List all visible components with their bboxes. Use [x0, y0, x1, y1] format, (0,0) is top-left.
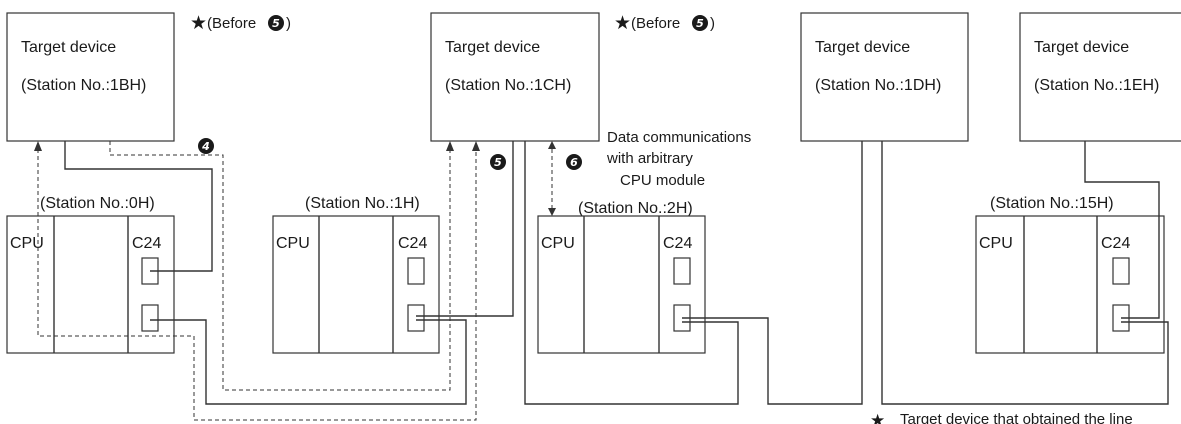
data-comm-line-1: Data communications — [607, 129, 751, 146]
step-5-icon — [490, 154, 506, 170]
station-label: (Station No.:2H) — [578, 200, 693, 217]
wire-1h-to-2h — [524, 141, 739, 405]
step-number: 5 — [696, 17, 704, 30]
station-1h: (Station No.:1H) CPU C24 — [272, 195, 440, 354]
before-text: (Before — [207, 15, 256, 32]
step-6-marker: 6 — [566, 154, 582, 170]
step-5-icon — [268, 15, 284, 31]
arrow-up-icon — [34, 141, 42, 151]
cpu-label: CPU — [979, 235, 1013, 252]
module-label: C24 — [663, 235, 692, 252]
module-label: C24 — [398, 235, 427, 252]
arrow-down-icon — [548, 208, 556, 216]
station-label: (Station No.:0H) — [40, 195, 155, 212]
star-icon: ★ — [190, 13, 207, 34]
solid-wiring — [64, 141, 1169, 405]
step-number: 5 — [494, 156, 502, 169]
arrow-up-icon — [548, 141, 556, 149]
dashed-flows — [34, 141, 556, 421]
device-title: Target device — [21, 39, 116, 56]
port-lower — [407, 304, 425, 332]
device-station: (Station No.:1BH) — [21, 77, 146, 94]
data-comm-line-3: CPU module — [620, 172, 705, 189]
before-close: ) — [710, 15, 715, 32]
station-label: (Station No.:15H) — [990, 195, 1114, 212]
flow-5 — [37, 145, 477, 421]
data-comm-note: Data communications with arbitrary CPU m… — [606, 129, 751, 189]
step-4-icon — [198, 138, 214, 154]
data-comm-line-2: with arbitrary — [606, 150, 693, 167]
wire-1eh-to-15h — [1084, 141, 1160, 319]
device-title: Target device — [815, 39, 910, 56]
step-number: 4 — [201, 140, 210, 153]
before-text: (Before — [631, 15, 680, 32]
wire-2h-to-1dh — [682, 141, 863, 405]
wire-to-15h — [881, 141, 1169, 405]
target-device-1dh: Target device (Station No.:1DH) — [800, 12, 969, 142]
module-label: C24 — [132, 235, 161, 252]
step-5-marker: 5 — [490, 154, 506, 170]
before-close: ) — [286, 15, 291, 32]
step-number: 5 — [272, 17, 280, 30]
wire-1bh-to-0h — [64, 141, 213, 272]
port-upper — [673, 257, 691, 285]
footnote: ★ Target device that obtained the line — [870, 411, 1133, 424]
target-device-1ch: Target device (Station No.:1CH) — [430, 12, 600, 142]
step-5-icon — [692, 15, 708, 31]
station-label: (Station No.:1H) — [305, 195, 420, 212]
arrow-up-icon — [446, 141, 454, 151]
station-2h: (Station No.:2H) CPU C24 — [537, 200, 706, 354]
device-title: Target device — [445, 39, 540, 56]
cpu-label: CPU — [276, 235, 310, 252]
before-note-2: ★ (Before 5 ) — [614, 13, 715, 34]
port-upper — [407, 257, 425, 285]
station-15h: (Station No.:15H) CPU C24 — [975, 195, 1165, 354]
arrow-up-icon — [472, 141, 480, 151]
target-device-1bh: Target device (Station No.:1BH) — [6, 12, 175, 142]
before-note-1: ★ (Before 5 ) — [190, 13, 291, 34]
wire-1ch-to-1h — [416, 141, 514, 317]
step-4-marker: 4 — [198, 138, 214, 154]
station-0h: (Station No.:0H) CPU C24 — [6, 195, 175, 354]
port-lower — [141, 304, 159, 332]
step-6-icon — [566, 154, 582, 170]
star-icon: ★ — [870, 411, 885, 424]
device-station: (Station No.:1DH) — [815, 77, 941, 94]
cpu-label: CPU — [10, 235, 44, 252]
device-title: Target device — [1034, 39, 1129, 56]
device-station: (Station No.:1CH) — [445, 77, 571, 94]
device-station: (Station No.:1EH) — [1034, 77, 1159, 94]
footnote-text: Target device that obtained the line — [900, 411, 1133, 424]
target-device-1eh: Target device (Station No.:1EH) — [1019, 12, 1181, 142]
step-number: 6 — [570, 156, 578, 169]
port-upper — [1112, 257, 1130, 285]
wire-0h-to-1h — [150, 319, 467, 405]
cpu-label: CPU — [541, 235, 575, 252]
star-icon: ★ — [614, 13, 631, 34]
module-label: C24 — [1101, 235, 1130, 252]
